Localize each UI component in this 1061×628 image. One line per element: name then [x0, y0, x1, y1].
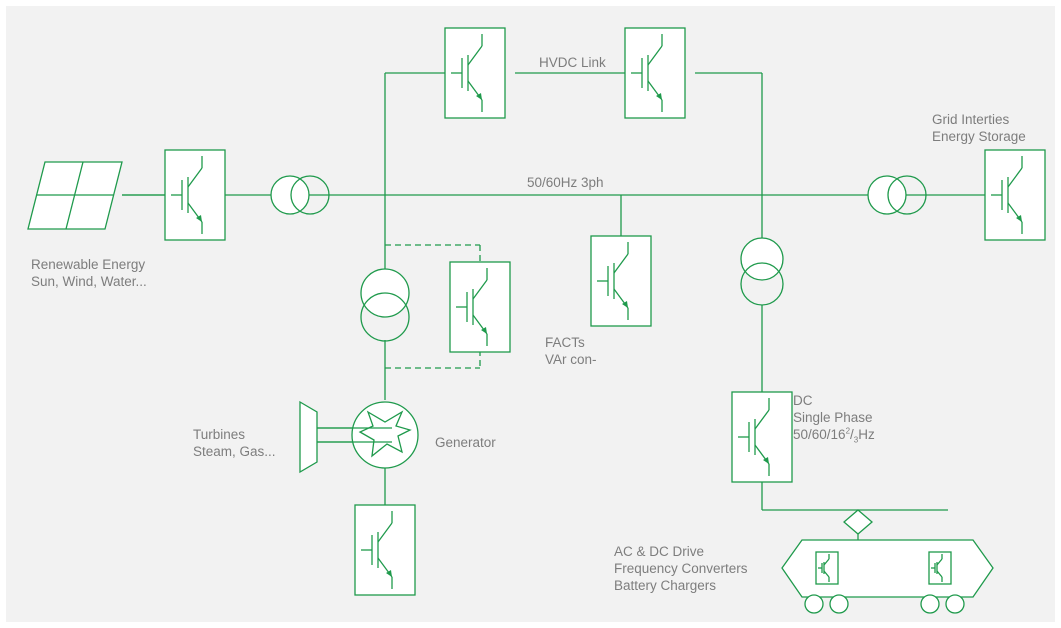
drives-line-2: Frequency Converters [614, 561, 748, 576]
turbines-label: Turbines Steam, Gas... [193, 426, 276, 460]
renewable-line-2: Sun, Wind, Water... [31, 274, 147, 289]
grid-interties-converter-igbt-icon [984, 149, 1046, 241]
turbines-line-2: Steam, Gas... [193, 444, 276, 459]
transformer-icon [270, 175, 330, 215]
transformer-icon [360, 268, 410, 342]
ac-bus-label: 50/60Hz 3ph [527, 175, 604, 190]
drives-line-1: AC & DC Drive [614, 544, 705, 559]
dc-line-1: DC [793, 393, 813, 408]
turbines-line-1: Turbines [193, 427, 246, 442]
transformer-icon [740, 237, 784, 306]
dc-line-3: 50/60/162/3Hz [793, 426, 875, 445]
solar-panel-icon [27, 161, 123, 230]
renewable-energy-label: Renewable Energy Sun, Wind, Water... [31, 256, 147, 290]
hvdc-right-converter-igbt-icon [624, 27, 686, 119]
grid-interties-line-1: Grid Interties [932, 112, 1010, 127]
generator-converter-igbt-icon [354, 504, 416, 596]
grid-interties-label: Grid Interties Energy Storage [932, 111, 1026, 145]
dc-single-phase-label: DC Single Phase 50/60/162/3Hz [793, 392, 875, 445]
train-converter-igbt-icon [815, 551, 839, 585]
single-phase-converter-igbt-icon [731, 391, 793, 483]
hvdc-left-converter-igbt-icon [444, 27, 506, 119]
facts-converter-igbt-icon [590, 235, 652, 327]
facts-label: FACTs VAr con- [545, 334, 597, 368]
hvdc-link-label: HVDC Link [539, 55, 606, 70]
generator-icon [317, 401, 419, 469]
bypass-converter-igbt-icon [449, 261, 511, 353]
background-panel [6, 6, 1055, 622]
dc-line-2: Single Phase [793, 410, 873, 425]
renewable-converter-igbt-icon [164, 149, 226, 241]
generator-label: Generator [435, 435, 496, 450]
transformer-icon [867, 175, 927, 215]
freq-sub: 3 [853, 435, 859, 445]
freq-sup: 2 [845, 426, 851, 436]
freq-suffix: Hz [858, 427, 875, 442]
grid-interties-line-2: Energy Storage [932, 129, 1026, 144]
bypass-dashed-loop [385, 244, 481, 369]
facts-line-2: VAr con- [545, 352, 597, 367]
train-converter-igbt-icon [928, 551, 952, 585]
drives-line-3: Battery Chargers [614, 578, 717, 593]
freq-prefix: 50/60/16 [793, 427, 846, 442]
facts-line-1: FACTs [545, 335, 585, 350]
drives-label: AC & DC Drive Frequency Converters Batte… [614, 543, 748, 594]
renewable-line-1: Renewable Energy [31, 257, 146, 272]
